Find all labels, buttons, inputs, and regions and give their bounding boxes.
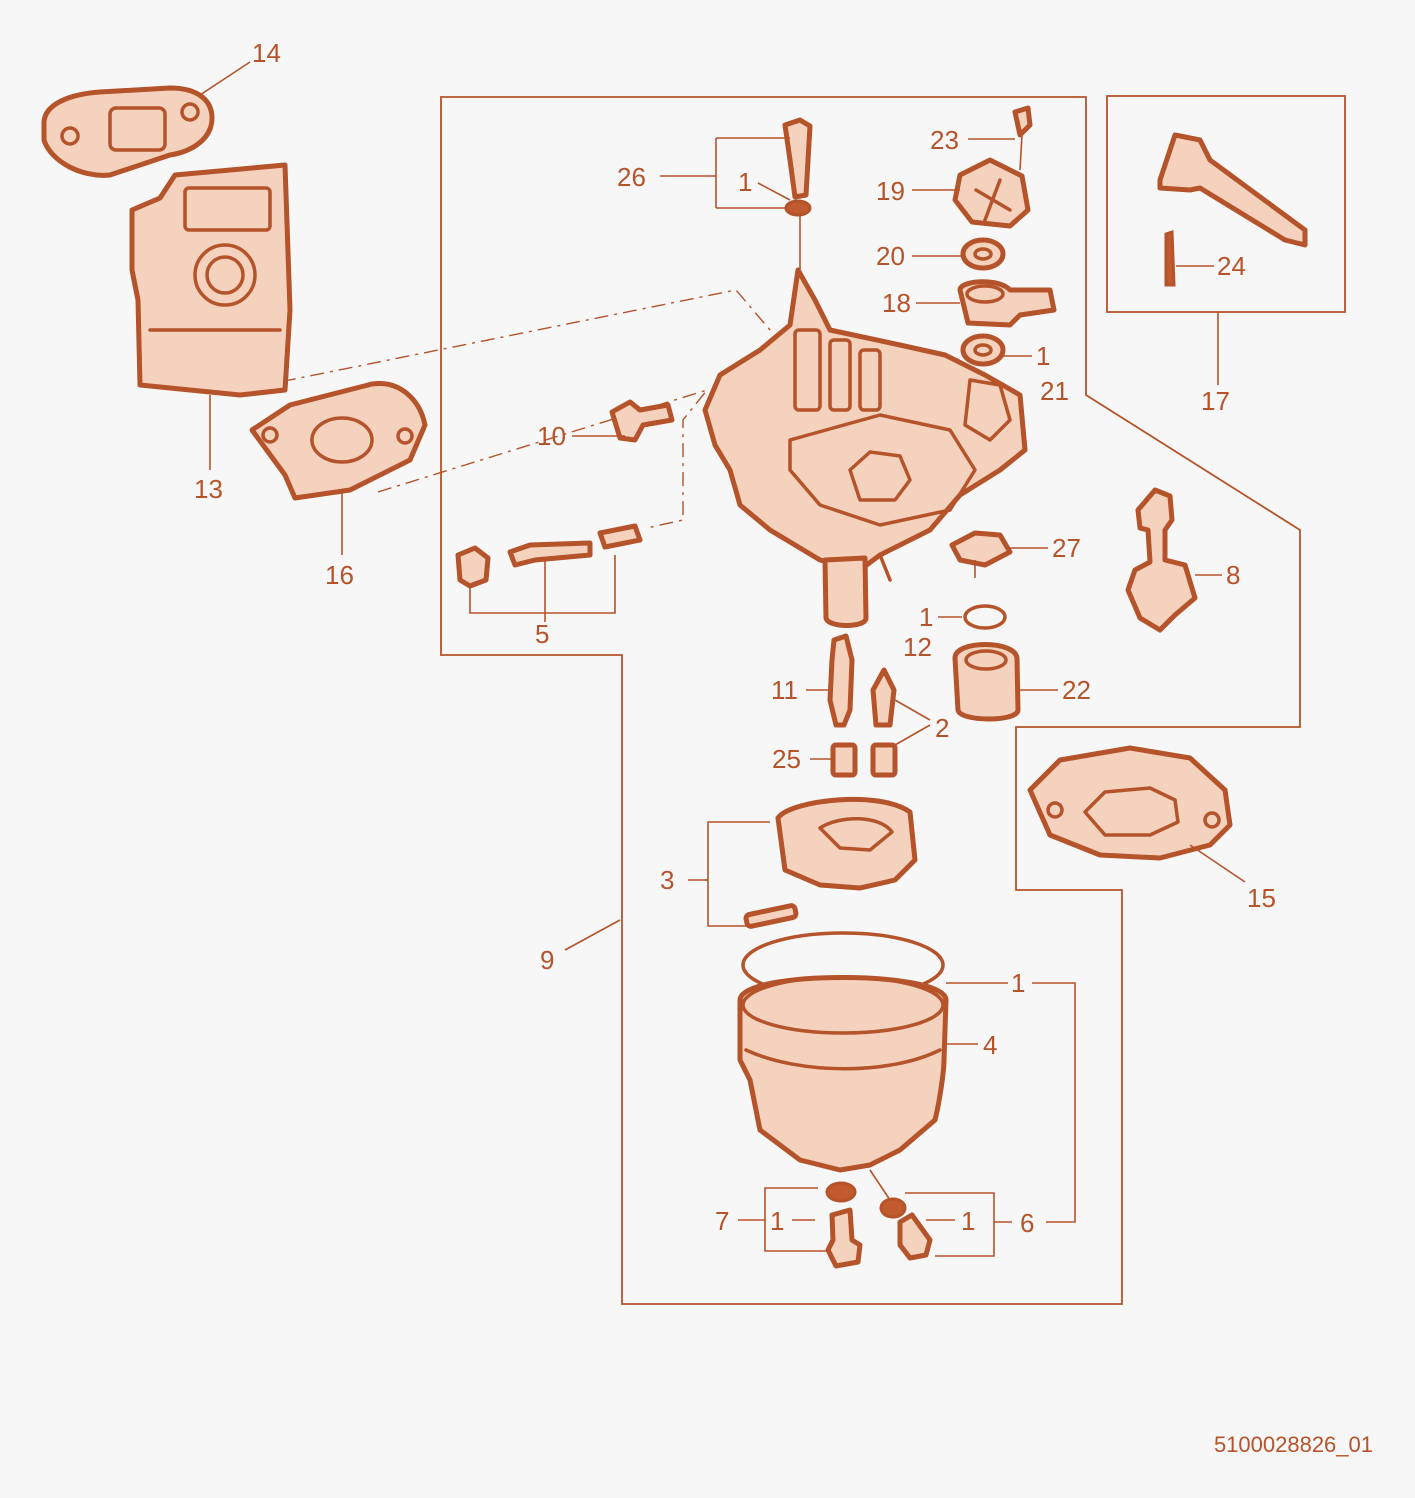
callout-1: 1 [961, 1206, 975, 1236]
callout-26: 26 [617, 162, 646, 192]
callout-8: 8 [1226, 560, 1240, 590]
callout-9: 9 [540, 945, 554, 975]
part-14-gasket [41, 85, 215, 178]
callout-13: 13 [194, 474, 223, 504]
callout-1: 1 [919, 602, 933, 632]
part-5-screw-set [455, 523, 643, 589]
callout-22: 22 [1062, 675, 1091, 705]
dash-link-5-10 [377, 388, 709, 529]
part-8-float [1125, 487, 1198, 633]
callout-1: 1 [738, 167, 752, 197]
callout-1: 1 [1036, 341, 1050, 371]
callout-27: 27 [1052, 533, 1081, 563]
callout-25: 25 [772, 744, 801, 774]
part-13-bracket [129, 162, 293, 398]
part-26-screw [782, 117, 813, 270]
carburetor-body [702, 267, 1028, 628]
document-code: 5100028826_01 [1213, 1432, 1373, 1457]
callout-1: 1 [1011, 968, 1025, 998]
callout-20: 20 [876, 241, 905, 271]
callout-2: 2 [935, 713, 949, 743]
callout-12: 12 [903, 632, 932, 662]
part-2-needle [870, 667, 897, 728]
part-20-washer [960, 237, 1006, 271]
callout-24: 24 [1217, 251, 1246, 281]
callout-7: 7 [715, 1206, 729, 1236]
assembly-boundary-main [440, 96, 1301, 1305]
part-27-gasket [949, 530, 1013, 578]
callout-3: 3 [660, 865, 674, 895]
callout-1: 1 [770, 1206, 784, 1236]
part-22-cap [952, 642, 1021, 722]
assembly-boundary-17 [1106, 95, 1346, 313]
part-1-oring-top [960, 333, 1006, 367]
callout-4: 4 [983, 1030, 997, 1060]
callout-23: 23 [930, 125, 959, 155]
part-25-spring [830, 742, 898, 778]
part-6-drain-screw [869, 1169, 933, 1261]
part-1-oring-mid [963, 604, 1007, 630]
leader-lines [199, 61, 1246, 1257]
callout-17: 17 [1201, 386, 1230, 416]
part-18-cam [957, 279, 1057, 328]
callout-6: 6 [1020, 1208, 1034, 1238]
part-15-gasket [1027, 745, 1233, 861]
callout-14: 14 [252, 38, 281, 68]
callout-11: 11 [771, 675, 798, 705]
part-16-gasket [249, 381, 428, 501]
part-11-jet [827, 633, 855, 728]
callout-19: 19 [876, 176, 905, 206]
callout-21: 21 [1040, 376, 1069, 406]
callout-18: 18 [882, 288, 911, 318]
part-4-float-bowl [737, 975, 949, 1173]
part-7-drain-bolt [825, 1181, 863, 1269]
callout-16: 16 [325, 560, 354, 590]
callout-10: 10 [537, 421, 566, 451]
part-19-lever [952, 157, 1031, 229]
part-17-choke-lever [1157, 132, 1308, 287]
callout-5: 5 [535, 619, 549, 649]
part-3-float [743, 796, 918, 929]
part-10-screw [609, 399, 675, 443]
part-23-screw [1012, 105, 1033, 171]
callout-15: 15 [1247, 883, 1276, 913]
dash-link-16 [224, 289, 771, 394]
